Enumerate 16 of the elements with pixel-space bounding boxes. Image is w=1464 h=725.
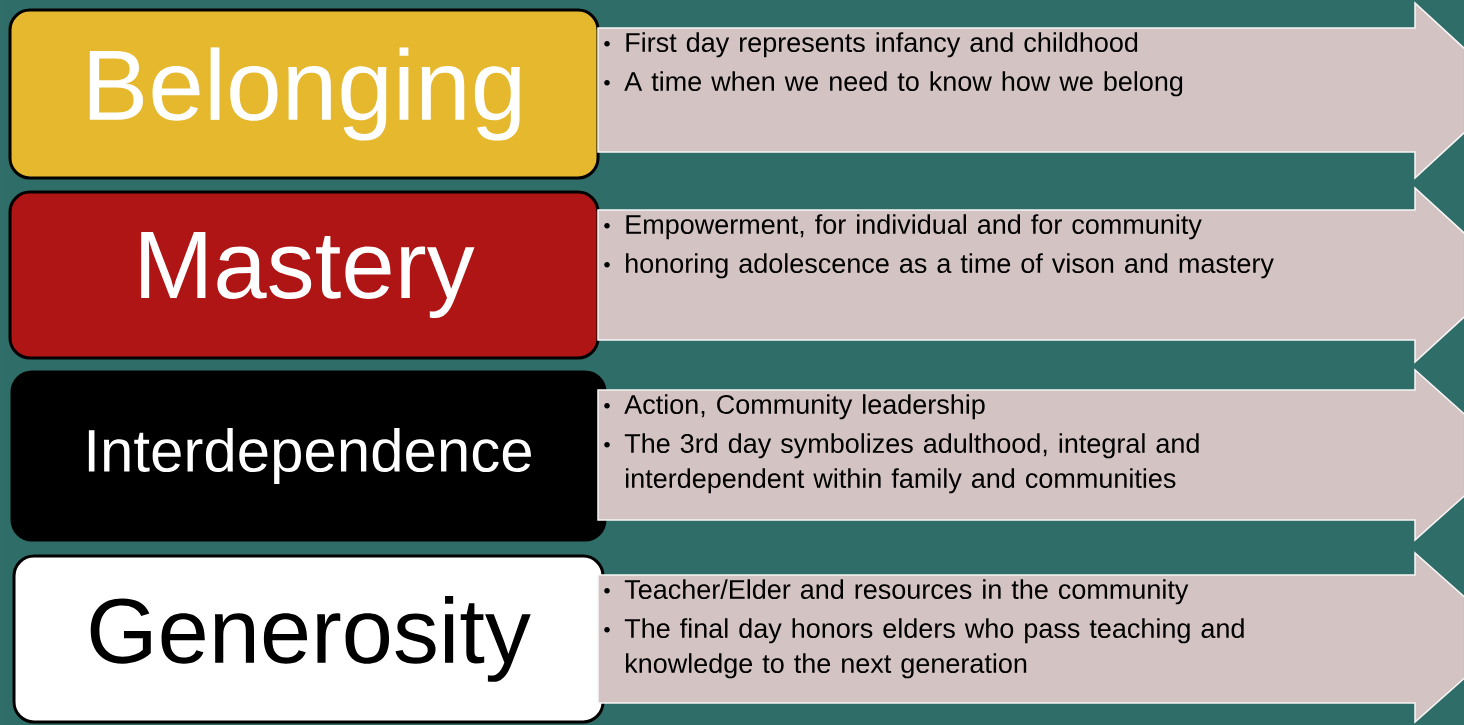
bullet-text: Action, Community leadership (624, 394, 985, 420)
bullet-text: Teacher/Elder and resources in the community (624, 579, 1189, 605)
bullet-text: Empowerment, for individual and for community (626, 214, 1202, 240)
label-box: Generosity (12, 554, 605, 724)
label-box: Belonging (8, 8, 600, 180)
bullet-text: First day represents infancy and childhood (626, 32, 1138, 58)
bullet-text: A time when we need to know how we belong (624, 71, 1183, 97)
arrow-shape (597, 551, 1464, 724)
bullet-text: The 3rd day symbolizes adulthood, integral and interdependent within family and communities (624, 433, 1199, 494)
arrow-shape (597, 368, 1464, 542)
label-box: Interdependence (10, 370, 607, 542)
bullet-text: honoring adolescence as a time of vison and mastery (626, 253, 1274, 279)
arrow-shape (597, 186, 1464, 364)
arrow-shape (597, 1, 1464, 180)
bullet-text: The final day honors elders who pass teaching and knowledge to the next generation (624, 618, 1244, 679)
label-box: Mastery (8, 190, 600, 360)
